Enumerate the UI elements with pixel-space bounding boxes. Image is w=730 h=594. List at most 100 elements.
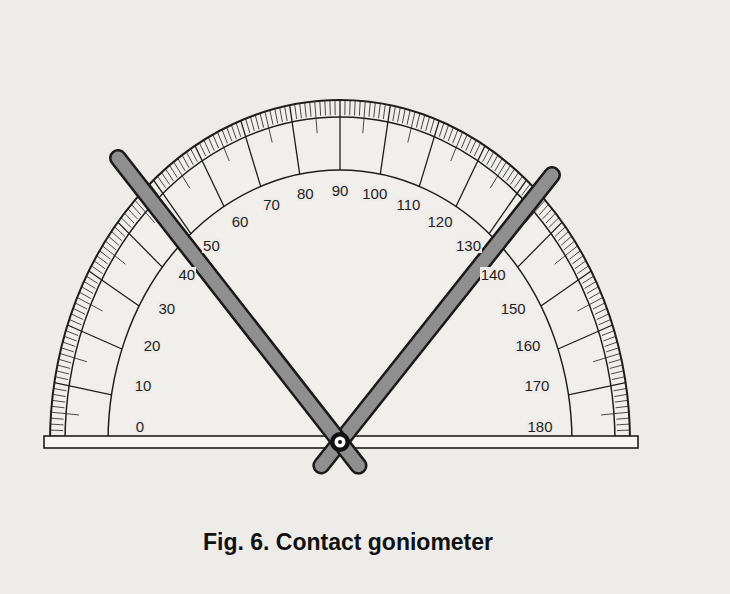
- scale-tick: [53, 394, 66, 396]
- scale-tick: [599, 319, 611, 324]
- scale-tick: [84, 281, 95, 288]
- scale-tick: [86, 276, 97, 283]
- scale-number: 120: [426, 214, 453, 229]
- scale-tick: [461, 135, 467, 148]
- scale-tick: [105, 241, 116, 250]
- scale-tick: [374, 103, 376, 118]
- scale-tick: [383, 104, 385, 119]
- scale-tick: [191, 149, 198, 162]
- scale-tick: [546, 213, 556, 223]
- scale-tick: [73, 308, 85, 314]
- scale-tick: [456, 146, 485, 207]
- scale-tick: [300, 103, 302, 118]
- scale-tick: [108, 236, 118, 245]
- scale-tick: [575, 261, 586, 269]
- scale-tick: [555, 227, 565, 236]
- scale-tick: [315, 101, 317, 133]
- scale-tick: [349, 100, 350, 115]
- scale-tick: [280, 107, 283, 122]
- pivot-ring: [330, 432, 350, 452]
- scale-number: 0: [135, 419, 145, 434]
- scale-tick: [319, 101, 321, 116]
- scale-tick: [334, 100, 335, 115]
- scale-tick: [199, 143, 205, 156]
- scale-tick: [67, 325, 122, 349]
- scale-tick: [178, 158, 185, 170]
- scale-tick: [246, 119, 250, 133]
- protractor-body: [50, 100, 630, 442]
- scale-tick: [61, 348, 73, 352]
- scale-tick: [165, 169, 173, 181]
- scale-number: 90: [331, 183, 350, 198]
- scale-tick: [572, 256, 583, 264]
- scale-tick: [51, 418, 64, 419]
- scale-tick: [491, 155, 498, 168]
- scale-tick: [495, 158, 502, 170]
- scale-tick: [100, 251, 111, 259]
- scale-tick: [615, 400, 628, 402]
- scale-ticks: [50, 100, 630, 442]
- goniometer-arm: [321, 175, 552, 465]
- scale-tick: [606, 348, 618, 352]
- scale-tick: [615, 406, 628, 408]
- scale-tick: [585, 281, 596, 288]
- scale-tick: [582, 276, 593, 283]
- scale-tick: [131, 204, 140, 214]
- scale-tick: [558, 325, 613, 349]
- scale-number: 140: [480, 267, 507, 282]
- scale-tick: [487, 152, 494, 165]
- scale-tick: [402, 109, 405, 124]
- scale-tick: [611, 371, 624, 374]
- scale-tick: [558, 231, 568, 240]
- scale-tick: [595, 308, 607, 314]
- scale-number: 160: [514, 338, 541, 353]
- scale-tick: [474, 143, 480, 156]
- scale-tick: [617, 424, 630, 426]
- base-bar: [44, 436, 638, 448]
- scale-number: 40: [177, 267, 196, 282]
- figure-caption: Fig. 6. Contact goniometer: [203, 530, 493, 555]
- scale-tick: [507, 169, 515, 181]
- scale-tick: [51, 412, 79, 415]
- scale-tick: [593, 303, 605, 309]
- scale-tick: [66, 331, 78, 336]
- scale-number: 170: [523, 378, 550, 393]
- scale-tick: [439, 123, 444, 137]
- scale-tick: [339, 100, 340, 170]
- scale-tick: [231, 125, 236, 139]
- scale-tick: [222, 130, 227, 144]
- scale-tick: [444, 125, 449, 139]
- scale-tick: [570, 251, 581, 259]
- scale-tick: [541, 271, 591, 306]
- scale-tick: [82, 287, 94, 294]
- arm-outline: [118, 158, 358, 466]
- scale-tick: [379, 103, 381, 118]
- scale-tick: [568, 383, 625, 395]
- scale-number: 70: [262, 197, 281, 212]
- scale-tick: [577, 297, 602, 311]
- scale-tick: [612, 377, 625, 380]
- scale-tick: [111, 231, 121, 240]
- pivot-hole: [335, 437, 346, 448]
- scale-tick: [430, 119, 434, 133]
- scale-tick: [97, 256, 108, 264]
- scale-number: 30: [157, 301, 176, 316]
- scale-tick: [54, 388, 67, 390]
- scale-tick: [614, 394, 627, 396]
- scale-tick: [393, 106, 395, 121]
- scale-tick: [539, 204, 548, 214]
- scale-tick: [270, 110, 273, 125]
- scale-tick: [54, 383, 111, 395]
- scale-tick: [617, 430, 630, 432]
- scale-tick: [50, 430, 63, 432]
- scale-tick: [416, 113, 420, 127]
- scale-number: 60: [231, 214, 250, 229]
- arm-fill: [118, 158, 358, 466]
- scale-tick: [89, 271, 139, 306]
- scale-tick: [407, 110, 410, 125]
- scale-tick: [77, 297, 102, 311]
- scale-tick: [503, 165, 511, 177]
- scale-tick: [518, 222, 562, 267]
- pivot-pin: [330, 432, 350, 452]
